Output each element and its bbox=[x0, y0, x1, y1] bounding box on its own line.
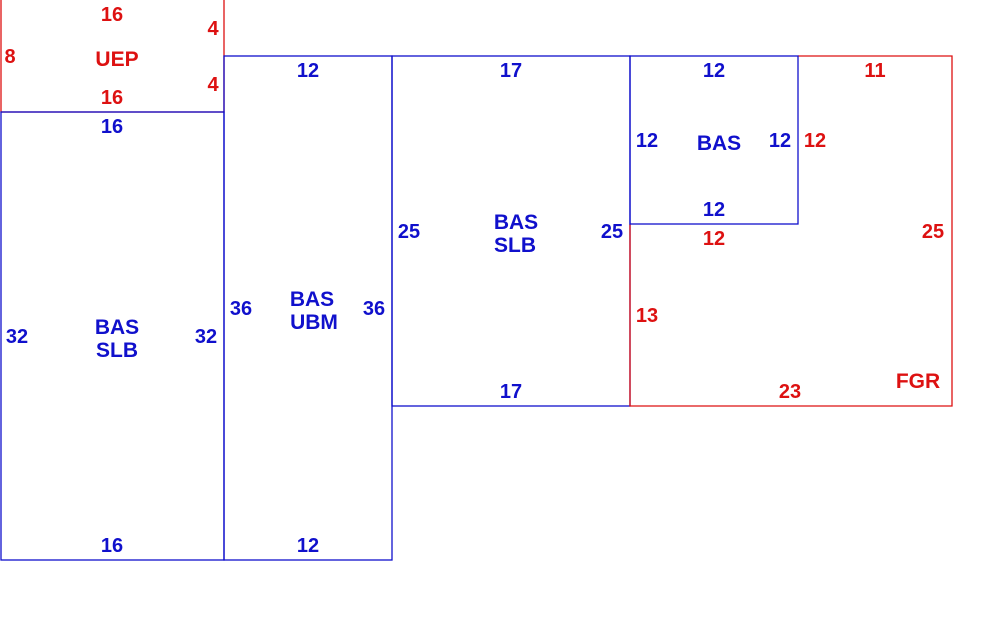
room-fgr-name: FGR bbox=[896, 370, 940, 393]
room-uep-dim-top: 16 bbox=[101, 4, 123, 26]
room-uep-dim-right-upper: 4 bbox=[207, 18, 219, 40]
room-bas-ubm-dim-bottom: 12 bbox=[297, 535, 319, 557]
room-uep-dim-right-lower: 4 bbox=[207, 74, 219, 96]
room-bas-name: BAS bbox=[697, 132, 741, 155]
room-bas-outline bbox=[629, 55, 799, 225]
room-uep-dim-left: 8 bbox=[4, 46, 15, 68]
room-bas-dim-right: 12 bbox=[769, 130, 791, 152]
room-bas-slb-center-name-line2: SLB bbox=[494, 234, 536, 257]
room-fgr-dim-top: 11 bbox=[864, 60, 885, 82]
room-bas-ubm-dim-right: 36 bbox=[363, 298, 385, 320]
room-bas-slb-left-dim-right: 32 bbox=[195, 326, 217, 348]
room-fgr-dim-left: 13 bbox=[636, 305, 658, 327]
room-uep-dim-bottom: 16 bbox=[101, 87, 123, 109]
room-bas-slb-left-dim-top: 16 bbox=[101, 116, 123, 138]
room-bas-ubm[interactable]: 12 12 36 36 BAS UBM bbox=[223, 55, 393, 561]
room-bas-slb-center-name-line1: BAS bbox=[494, 211, 538, 234]
room-bas-slb-left-name-line1: BAS bbox=[95, 316, 139, 339]
room-fgr-dim-inner-top: 12 bbox=[703, 228, 725, 250]
room-bas[interactable]: 12 12 12 12 BAS bbox=[629, 55, 799, 225]
room-fgr-dim-bottom: 23 bbox=[779, 381, 801, 403]
room-bas-slb-center-dim-top: 17 bbox=[500, 60, 522, 82]
room-bas-dim-top: 12 bbox=[703, 60, 725, 82]
room-bas-slb-center-dim-right: 25 bbox=[601, 221, 623, 243]
room-bas-slb-left[interactable]: 16 16 32 32 BAS SLB bbox=[0, 111, 225, 561]
room-uep[interactable]: 16 16 8 4 4 UEP bbox=[0, 0, 225, 113]
room-bas-ubm-dim-left: 36 bbox=[230, 298, 252, 320]
room-bas-slb-center-dim-bottom: 17 bbox=[500, 381, 522, 403]
room-uep-name: UEP bbox=[95, 48, 138, 71]
room-bas-slb-center[interactable]: 17 17 25 25 BAS SLB bbox=[391, 55, 631, 407]
room-bas-slb-left-dim-left: 32 bbox=[6, 326, 28, 348]
room-bas-dim-bottom: 12 bbox=[703, 199, 725, 221]
room-fgr-outline bbox=[629, 55, 953, 407]
room-bas-slb-left-dim-bottom: 16 bbox=[101, 535, 123, 557]
room-fgr[interactable]: 11 25 23 13 12 12 FGR bbox=[629, 55, 953, 407]
room-bas-slb-center-dim-left: 25 bbox=[398, 221, 420, 243]
room-fgr-dim-right: 25 bbox=[922, 221, 944, 243]
room-bas-slb-left-name-line2: SLB bbox=[96, 339, 138, 362]
room-bas-dim-left: 12 bbox=[636, 130, 658, 152]
room-bas-ubm-name-line1: BAS bbox=[290, 288, 334, 311]
room-bas-ubm-name-line2: UBM bbox=[290, 311, 338, 334]
room-fgr-dim-inner-left: 12 bbox=[804, 130, 826, 152]
room-bas-ubm-dim-top: 12 bbox=[297, 60, 319, 82]
